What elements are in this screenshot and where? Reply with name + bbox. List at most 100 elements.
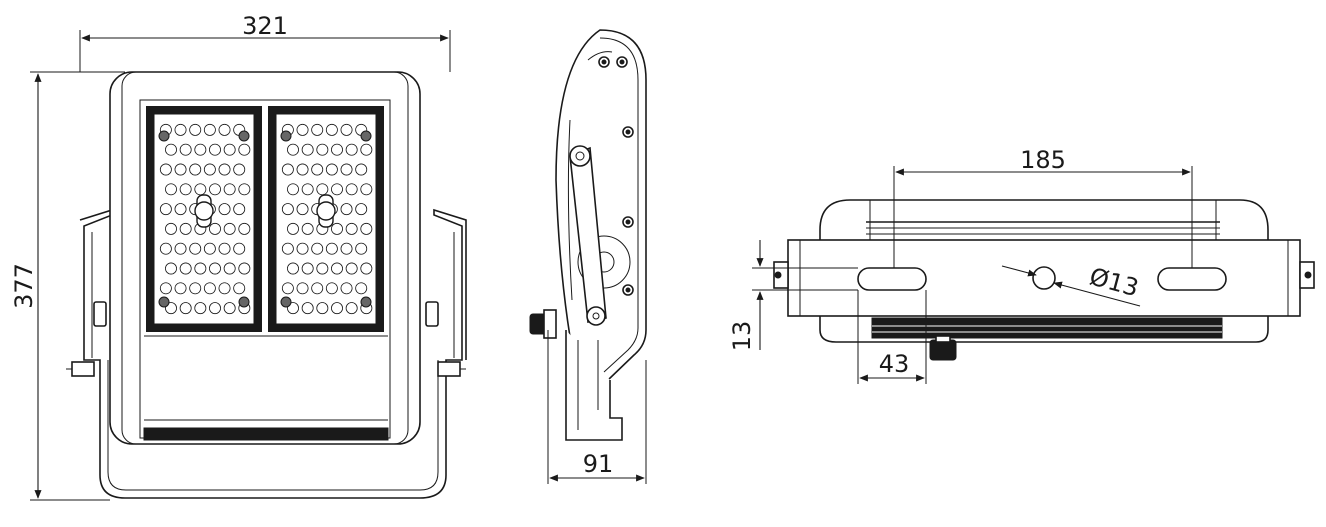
led (223, 183, 236, 196)
led (189, 242, 202, 255)
led (340, 242, 353, 255)
led (355, 203, 368, 216)
led (194, 262, 207, 275)
led (355, 242, 368, 255)
led (316, 143, 329, 156)
led (189, 163, 202, 176)
depth-dimension: 91 (547, 330, 647, 484)
led (218, 203, 231, 216)
led (194, 302, 207, 315)
side-view: 91 (529, 29, 647, 484)
led (159, 242, 172, 255)
led (331, 302, 343, 315)
led (296, 282, 309, 295)
led (189, 123, 202, 136)
led (238, 183, 251, 196)
led (174, 282, 187, 295)
led (301, 183, 314, 196)
led (238, 262, 251, 275)
led (360, 183, 373, 196)
led (238, 222, 251, 235)
led (233, 163, 246, 176)
slot-vertical-dimension: 13 (728, 240, 858, 351)
led (209, 302, 221, 315)
led (331, 222, 343, 235)
led (296, 203, 309, 216)
led (296, 123, 309, 136)
led (301, 143, 314, 156)
led (325, 242, 338, 255)
led (345, 222, 358, 235)
led (203, 163, 216, 176)
led (165, 183, 177, 196)
led (345, 302, 358, 315)
led (218, 242, 231, 255)
led (179, 262, 192, 275)
led (209, 183, 221, 196)
led (179, 302, 192, 315)
led (316, 262, 329, 275)
led (165, 262, 177, 275)
led (281, 163, 294, 176)
led (345, 183, 358, 196)
led (174, 203, 187, 216)
led (174, 163, 187, 176)
led-module (146, 106, 262, 332)
led (218, 123, 231, 136)
led (179, 183, 192, 196)
top-view: 185 Ø13 13 43 (728, 146, 1315, 384)
height-dimension-label: 377 (10, 263, 38, 309)
slot-vertical-label: 13 (728, 321, 756, 352)
led (165, 222, 177, 235)
led (209, 143, 221, 156)
led (223, 262, 236, 275)
led (174, 242, 187, 255)
led (223, 143, 236, 156)
led (311, 123, 324, 136)
led (316, 302, 329, 315)
led (223, 302, 236, 315)
width-dimension: 321 (79, 12, 451, 72)
led (355, 163, 368, 176)
led (281, 282, 294, 295)
led (159, 163, 172, 176)
led (159, 282, 172, 295)
led (311, 163, 324, 176)
led (287, 262, 299, 275)
led (316, 183, 329, 196)
led (345, 143, 358, 156)
led (301, 222, 314, 235)
led (331, 143, 343, 156)
led (331, 262, 343, 275)
width-dimension-label: 321 (242, 12, 288, 40)
slot-horizontal-label: 43 (879, 350, 910, 378)
led (360, 222, 373, 235)
led (194, 183, 207, 196)
led (281, 203, 294, 216)
led (281, 242, 294, 255)
led (325, 163, 338, 176)
led-modules (146, 106, 384, 332)
led (296, 242, 309, 255)
led (165, 143, 177, 156)
led (301, 262, 314, 275)
led (238, 143, 251, 156)
led (233, 242, 246, 255)
led (311, 282, 324, 295)
led (218, 282, 231, 295)
led (203, 242, 216, 255)
led (179, 222, 192, 235)
led (233, 203, 246, 216)
led (287, 143, 299, 156)
hole-spacing-dimension: 185 (893, 146, 1193, 268)
led (345, 262, 358, 275)
led (296, 163, 309, 176)
led-module (268, 106, 384, 332)
led (331, 183, 343, 196)
height-dimension: 377 (10, 71, 125, 501)
led (287, 183, 299, 196)
led (223, 222, 236, 235)
led (325, 282, 338, 295)
hole-spacing-label: 185 (1020, 146, 1066, 174)
